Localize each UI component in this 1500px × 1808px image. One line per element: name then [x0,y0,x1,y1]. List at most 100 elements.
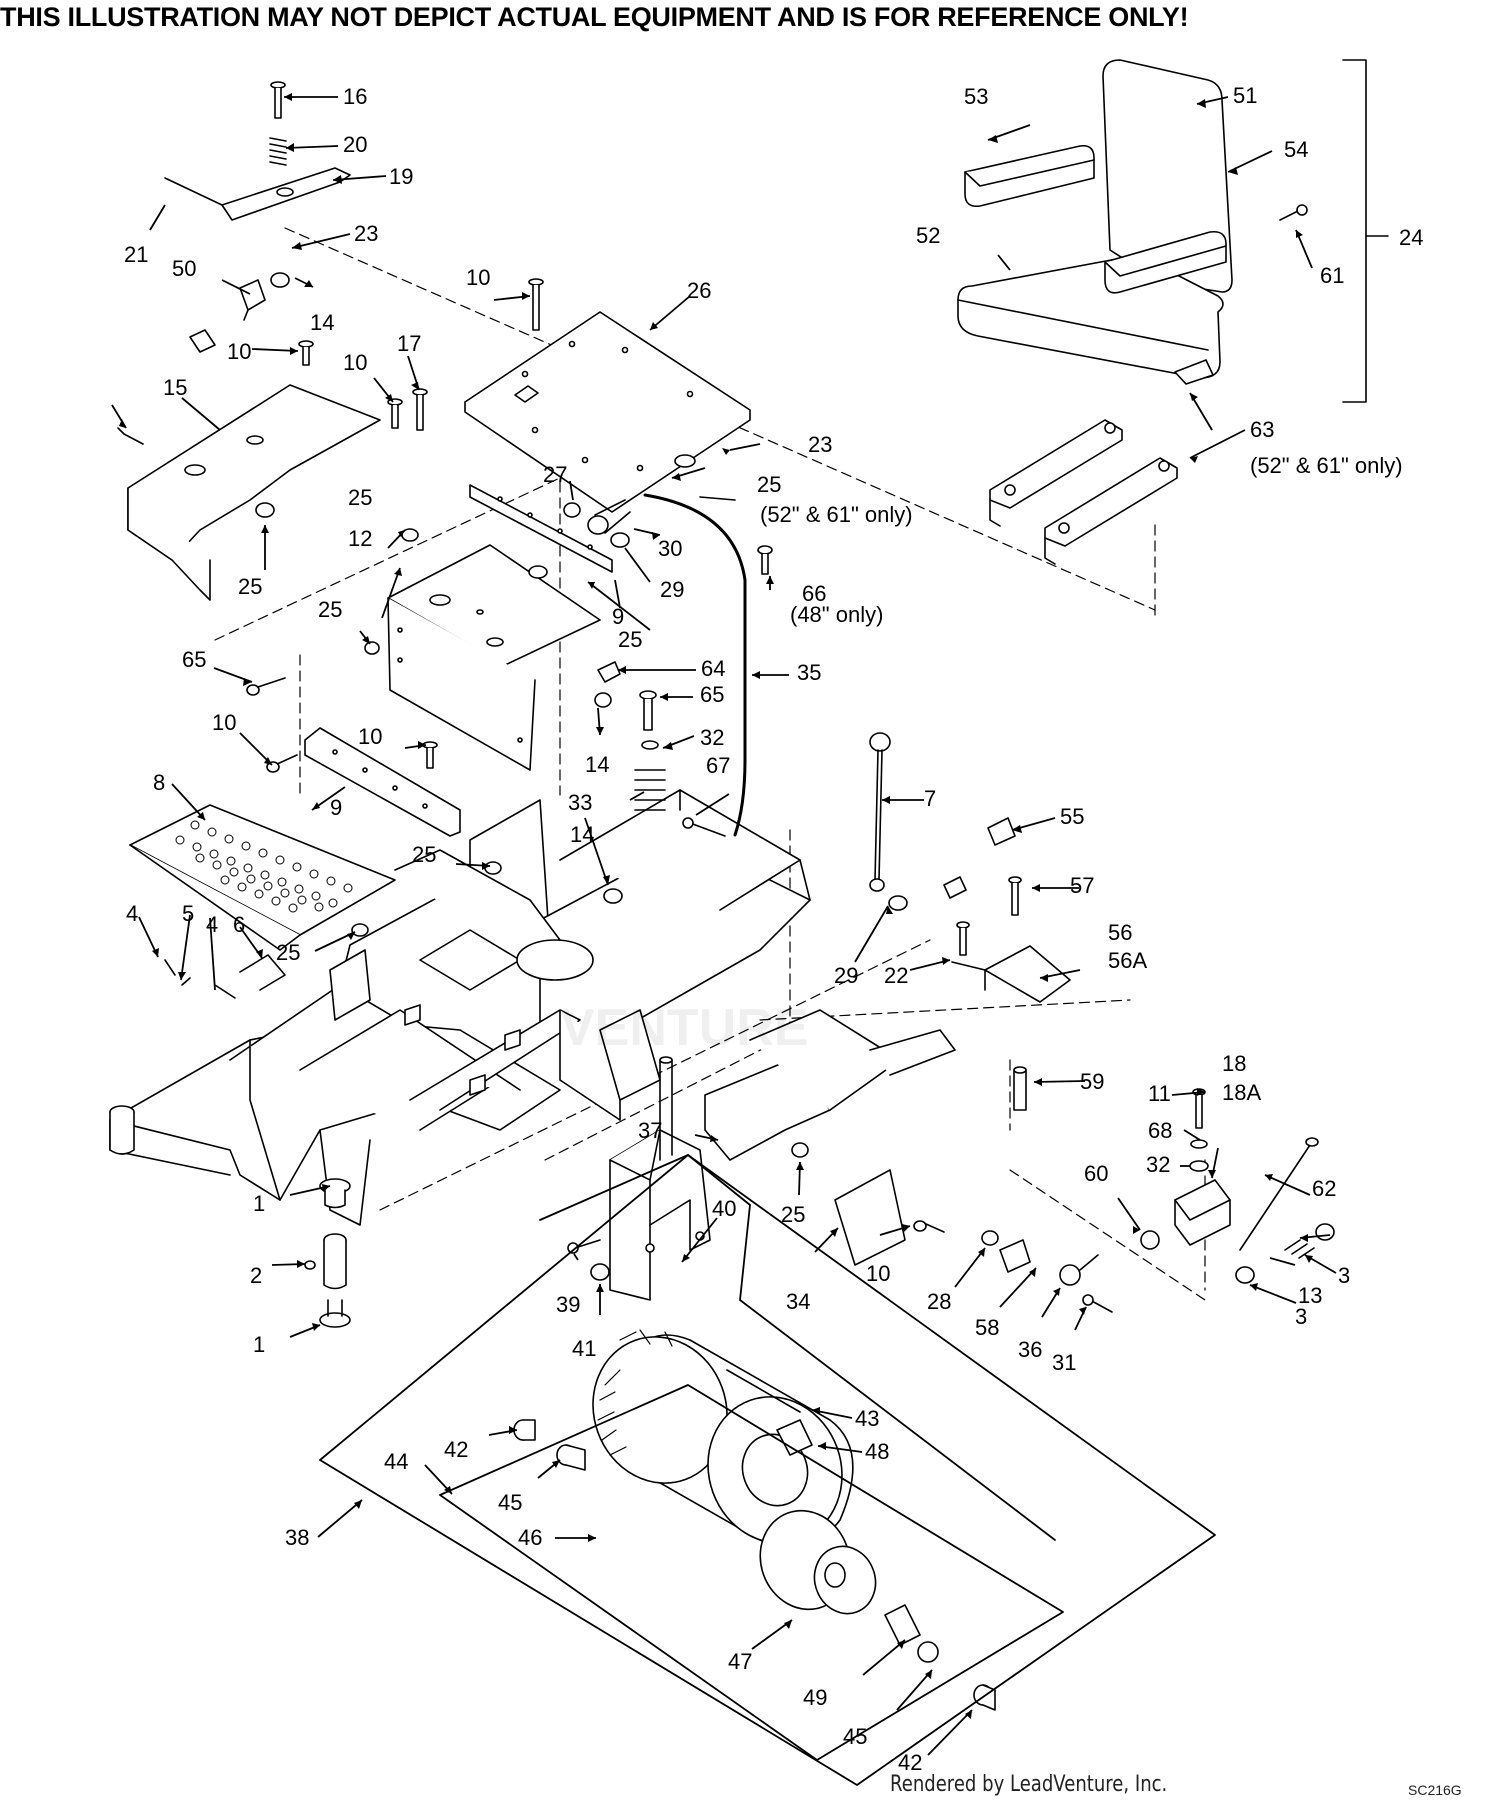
bolt-67 [682,817,726,837]
seat-assembly-bracket [1342,59,1389,403]
callout: 10 [212,710,236,735]
spring-33 [634,769,666,811]
note-52-61-only: (52" & 61" only) [760,502,913,527]
callout: 18 [1222,1051,1246,1076]
callout: 42 [444,1437,468,1462]
bracket-56 [951,945,1071,1003]
bolt-10-g [913,1220,945,1233]
caster-fork [609,1056,711,1301]
callout: 40 [712,1196,736,1221]
callout: 25 [412,842,436,867]
callout: 58 [975,1315,999,1340]
bolt-10-a [298,340,314,366]
callout: 14 [570,822,594,847]
callout: 25 [276,940,300,965]
bolt-22 [956,921,970,956]
watermark-text: VENTURE [560,999,808,1057]
spring-20 [269,137,287,166]
connector [189,329,216,353]
bolt-57 [1008,876,1022,916]
rear-shroud [704,1009,956,1161]
nut-25-a [255,502,275,518]
callout: 19 [389,164,413,189]
callout: 51 [1233,83,1257,108]
callout: 67 [706,753,730,778]
kit-outline-44 [439,1384,1064,1761]
bushing-3-lower [1235,1266,1255,1284]
bolt-61 [1279,204,1308,221]
callout: 18A [1222,1080,1261,1105]
callout: 11 [1148,1081,1171,1106]
rod-21 [164,177,223,206]
callout: 7 [924,786,936,811]
bolt-10-c [528,278,544,331]
armrest-left [964,144,1095,208]
callout: 6 [233,912,245,937]
callout: 10 [227,339,251,364]
callout: 29 [834,963,858,988]
caster-tube [323,1233,347,1290]
nut-14-lower [603,888,623,904]
callout: 42 [898,1750,922,1775]
callout: 25 [781,1202,805,1227]
callout: 53 [964,84,988,109]
callout: 14 [310,310,334,335]
callout: 56 [1108,920,1132,945]
callout: 49 [803,1685,827,1710]
callout: 33 [568,790,592,815]
axle-bolt-43 [726,1369,801,1413]
callout: 39 [556,1292,580,1317]
nut-60 [1140,1230,1160,1250]
nut-14-top [270,272,290,288]
bolt-16 [270,81,286,119]
callout: 9 [330,795,342,820]
callout: 54 [1284,137,1308,162]
callout: 60 [1084,1161,1108,1186]
callout: 25 [757,472,781,497]
washer-32-mid [641,740,659,750]
callout: 4 [206,912,218,937]
callout-labels: 16 20 19 21 23 50 14 10 15 10 17 10 26 2… [124,83,1423,1775]
bearing-49 [884,1604,921,1646]
pin-59 [1013,1066,1027,1111]
cable-35 [643,493,747,837]
nut-28 [981,1230,999,1246]
callout: 15 [163,375,187,400]
bolt-17 [412,388,428,431]
bolt-10-d [117,427,144,445]
callout: 1 [253,1332,265,1357]
callout: 37 [638,1118,662,1143]
callout: 8 [153,770,165,795]
note-48-only: (48" only) [790,602,883,627]
callout: 46 [518,1525,542,1550]
callout: 16 [343,84,367,109]
callout: 28 [927,1289,951,1314]
note-52-61-only: (52" & 61" only) [1250,453,1403,478]
callout: 22 [884,963,908,988]
callout: 61 [1320,263,1344,288]
callout: 29 [660,577,684,602]
callout: 35 [797,660,821,685]
bolt-66 [757,545,773,575]
reference-disclaimer-banner: THIS ILLUSTRATION MAY NOT DEPICT ACTUAL … [0,2,1189,32]
callout: 38 [285,1525,309,1550]
callout: 59 [1080,1069,1104,1094]
bearing-45-upper [556,1444,586,1471]
callout: 1 [253,1191,265,1216]
nut-25-h [791,1142,809,1158]
main-frame [109,789,811,1226]
callout: 32 [700,725,724,750]
battery-box [387,544,601,771]
nut-29-right [888,895,908,911]
bolt-65-a [246,677,286,696]
seat-pan [464,311,751,513]
callout: 47 [728,1649,752,1674]
mounting-strip-lower [304,727,461,837]
callout: 36 [1018,1337,1042,1362]
callout: 34 [786,1289,810,1314]
bracket-18 [1174,1179,1231,1246]
nut-27 [563,502,581,518]
nut-41 [590,1263,610,1281]
leader-arrowheads [119,93,1313,1719]
kit-outline-38 [319,1154,1216,1786]
